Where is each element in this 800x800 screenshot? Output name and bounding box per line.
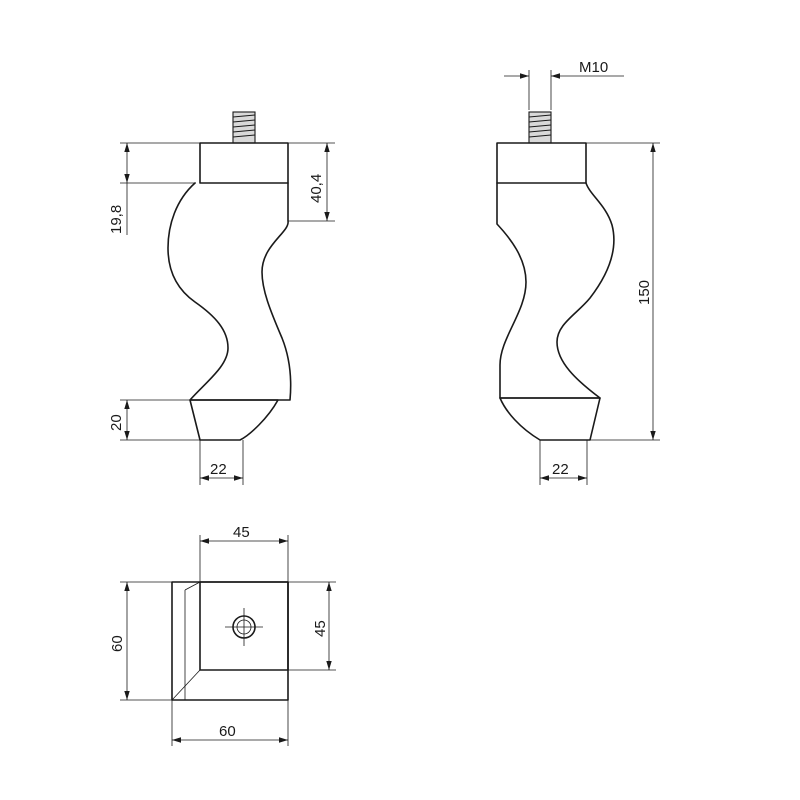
dim-plan-inner-height: 45 — [312, 620, 329, 637]
front-foot — [189, 399, 279, 441]
front-dimensions: 19,8 40,4 20 22 — [108, 142, 335, 485]
dim-plan-inner-width: 45 — [233, 524, 250, 541]
side-collar — [496, 142, 587, 184]
plan-inner-square — [199, 581, 289, 671]
dim-side-thread: M10 — [579, 59, 608, 76]
side-leg-body — [496, 182, 615, 399]
dim-front-foot-height: 20 — [108, 414, 125, 431]
front-view — [167, 111, 292, 441]
side-view — [496, 111, 615, 441]
dim-front-collar-height: 19,8 — [108, 205, 125, 234]
dim-front-top-height: 40,4 — [308, 174, 325, 203]
side-thread-stud — [528, 111, 552, 144]
dim-front-foot-width: 22 — [210, 461, 227, 478]
plan-dimensions: 45 45 60 60 — [109, 524, 336, 746]
plan-outer-outline — [171, 581, 289, 701]
front-collar — [199, 142, 289, 184]
front-thread-stud — [232, 111, 256, 144]
front-leg-body — [167, 182, 292, 401]
side-foot — [499, 397, 601, 441]
dim-plan-outer-width: 60 — [219, 723, 236, 740]
dim-side-foot-width: 22 — [552, 461, 569, 478]
side-dimensions: M10 150 22 — [504, 59, 660, 485]
dim-plan-outer-height: 60 — [109, 635, 126, 652]
dim-side-total-height: 150 — [636, 280, 653, 305]
plan-view — [171, 581, 289, 701]
